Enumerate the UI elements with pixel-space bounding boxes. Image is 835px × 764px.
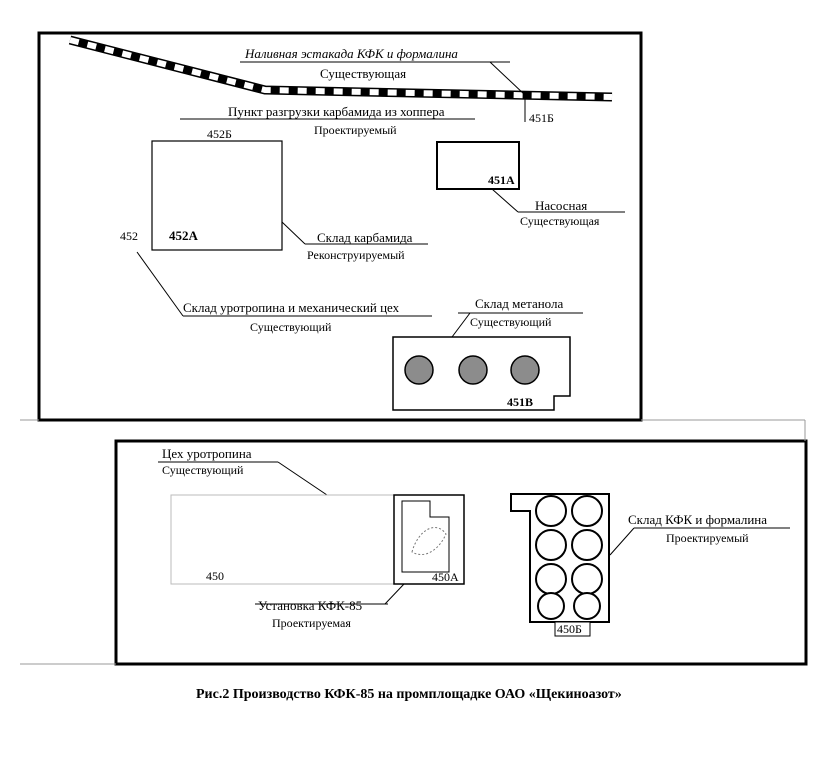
urotropin-shop [170,494,395,585]
methanol-label: Склад метанола [475,296,563,311]
urea-warehouse-number: 452А [169,228,199,243]
kfk-tank [535,529,567,561]
urea-warehouse-status: Реконструируемый [307,248,405,262]
top-plan-frame [37,31,643,422]
urotropin-label: Склад уротропина и механический цех [183,300,400,315]
unload-status: Проектируемый [314,123,397,137]
kfk-tank [535,495,567,527]
shop-label: Цех уротропина [162,446,252,461]
kfk-unit-inner [401,500,450,573]
methanol-tank [404,355,434,385]
kfk-tank [535,563,567,595]
urotropin-number: 452 [120,229,138,243]
unload-label: Пункт разгрузки карбамида из хоппера [228,104,445,119]
methanol-number: 451В [507,395,533,409]
storage-number-box [554,621,591,637]
methanol-tank [458,355,488,385]
unload-number: 452Б [207,127,232,141]
pump-station [436,141,520,190]
pump-number: 451А [488,173,515,187]
kfk-tank [573,592,601,620]
figure-caption: Рис.2 Производство КФК-85 на промплощадк… [196,687,622,702]
storage-status: Проектируемый [666,531,749,545]
railway-track [68,35,613,102]
rail-label: Наливная эстакада КФК и формалина [244,46,458,61]
rail-status: Существующая [320,66,406,81]
kfk-tank [571,529,603,561]
kfk-equipment-sketch [411,527,447,556]
kfk-tank [571,495,603,527]
unit-label: Установка КФК-85 [258,598,362,613]
pump-status: Существующая [520,214,600,228]
storage-number: 450Б [557,622,582,636]
storage-label: Склад КФК и формалина [628,512,767,527]
kfk-unit [393,494,465,585]
pump-label: Насосная [535,198,587,213]
shop-number: 450 [206,569,224,583]
unit-number: 450А [432,570,459,584]
urea-warehouse-label: Склад карбамида [317,230,413,245]
rail-number: 451Б [529,111,554,125]
shop-status: Существующий [162,463,244,477]
kfk-tank [571,563,603,595]
urea-warehouse [151,140,283,251]
urotropin-status: Существующий [250,320,332,334]
unit-status: Проектируемая [272,616,351,630]
kfk-tank [537,592,565,620]
bottom-plan-frame [114,439,808,666]
methanol-status: Существующий [470,315,552,329]
methanol-tank [510,355,540,385]
